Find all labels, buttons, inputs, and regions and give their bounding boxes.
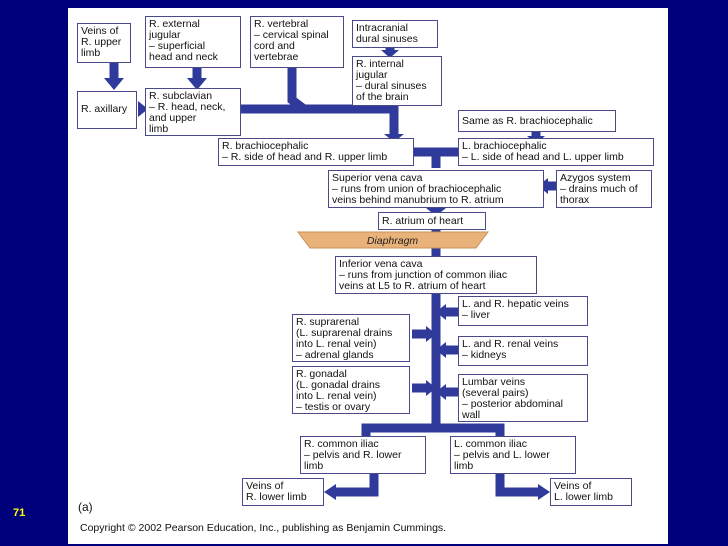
arrowhead-l-lower <box>538 484 550 500</box>
box-superior-vena-cava: Superior vena cava – runs from union of … <box>328 170 544 208</box>
box-renal-veins: L. and R. renal veins – kidneys <box>458 336 588 366</box>
arrow-subclavian <box>240 104 399 135</box>
copyright-notice: Copyright © 2002 Pearson Education, Inc.… <box>80 522 447 534</box>
arrowhead-lumbar <box>436 384 446 400</box>
box-azygos: Azygos system – drains much of thorax <box>556 170 652 208</box>
box-r-atrium: R. atrium of heart <box>378 212 486 230</box>
box-l-common-iliac: L. common iliac – pelvis and L. lower li… <box>450 436 576 474</box>
box-same-as-brachiocephalic: Same as R. brachiocephalic <box>458 110 616 132</box>
box-l-brachiocephalic: L. brachiocephalic – L. side of head and… <box>458 138 654 166</box>
arrowhead-subclavian <box>138 101 148 117</box>
box-r-common-iliac: R. common iliac – pelvis and R. lower li… <box>300 436 426 474</box>
arrowhead-axillary <box>104 78 124 90</box>
box-suprarenal: R. suprarenal (L. suprarenal drains into… <box>292 314 410 362</box>
box-inferior-vena-cava: Inferior vena cava – runs from junction … <box>335 256 537 294</box>
box-axillary: R. axillary <box>77 91 137 129</box>
box-r-lower-limb: Veins of R. lower limb <box>242 478 324 506</box>
arrowhead-hepatic <box>436 304 446 320</box>
arrow-r-lower <box>334 472 379 497</box>
box-veins-upper-limb: Veins of R. upper limb <box>77 23 131 63</box>
diaphragm-band <box>297 231 489 249</box>
box-l-lower-limb: Veins of L. lower limb <box>550 478 632 506</box>
box-intracranial: Intracranial dural sinuses <box>352 20 438 48</box>
box-vertebral: R. vertebral – cervical spinal cord and … <box>250 16 344 68</box>
figure-label: (a) <box>78 500 93 514</box>
box-hepatic-veins: L. and R. hepatic veins – liver <box>458 296 588 326</box>
box-gonadal: R. gonadal (L. gonadal drains into L. re… <box>292 366 410 414</box>
diaphragm-label: Diaphragm <box>366 235 419 247</box>
arrowhead-intracranial <box>381 50 399 58</box>
box-r-brachiocephalic: R. brachiocephalic – R. side of head and… <box>218 138 414 166</box>
arrowhead-ext-jugular <box>187 78 207 90</box>
slide-number: 71 <box>13 507 26 519</box>
box-internal-jugular: R. internal jugular – dural sinuses of t… <box>352 56 442 106</box>
box-subclavian: R. subclavian – R. head, neck, and upper… <box>145 88 241 136</box>
arrowhead-r-lower <box>324 484 336 500</box>
box-external-jugular: R. external jugular – superficial head a… <box>145 16 241 68</box>
box-lumbar-veins: Lumbar veins (several pairs) – posterior… <box>458 374 588 422</box>
arrowhead-renal <box>436 342 446 358</box>
arrowhead-gonadal <box>426 380 436 396</box>
arrow-vertebral <box>287 66 307 113</box>
arrow-iliac-split <box>361 423 505 436</box>
arrow-l-lower <box>495 472 540 497</box>
arrowhead-suprarenal <box>426 326 436 342</box>
